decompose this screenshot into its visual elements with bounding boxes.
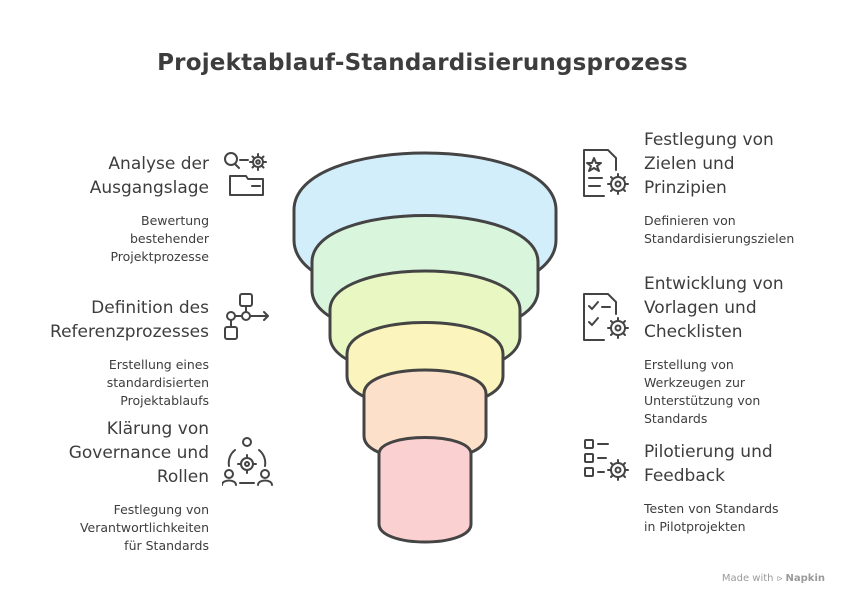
step-heading: Feedback [644, 466, 725, 486]
napkin-logo-icon: ⪧ [776, 573, 783, 584]
made-with-label: Made with [721, 573, 774, 584]
step-heading: Ausgangslage [89, 178, 209, 198]
step-heading: Pilotierung und [644, 442, 773, 462]
step-heading: Festlegung von [644, 130, 774, 150]
people-gear-icon [222, 437, 273, 486]
step-description: bestehender [129, 231, 209, 246]
funnel-diagram [292, 151, 558, 544]
step-description: Standardisierungszielen [644, 231, 795, 246]
step-description: Verantwortlichkeiten [79, 520, 209, 535]
step-heading: Prinzipien [644, 178, 727, 198]
step-description: Standards [644, 411, 708, 426]
step-description: Testen von Standards [644, 501, 779, 516]
step-description: für Standards [124, 538, 209, 553]
step-description: Unterstützung von [644, 393, 761, 408]
search-gear-folder-icon [224, 152, 267, 196]
checklist-gear-icon [583, 293, 629, 341]
funnel-layer-6 [377, 436, 473, 544]
step-description: Projektprozesse [110, 249, 209, 264]
step-heading: Entwicklung von [644, 274, 784, 294]
step-description: standardisierten [106, 375, 209, 390]
list-gear-icon [584, 439, 629, 481]
step-heading: Governance und [68, 443, 209, 463]
step-description: Definieren von [644, 213, 736, 228]
step-heading: Referenzprozesses [50, 322, 209, 342]
step-description: Erstellung von [644, 357, 734, 372]
step-heading: Checklisten [644, 322, 743, 342]
step-heading: Definition des [91, 298, 209, 318]
step-description: in Pilotprojekten [644, 519, 746, 534]
document-star-gear-icon [583, 149, 629, 197]
step-description: Bewertung [141, 213, 209, 228]
step-description: Projektablaufs [120, 393, 209, 408]
step-heading: Analyse der [108, 154, 209, 174]
footer-brand: Made with ⪧ Napkin [722, 573, 825, 584]
step-heading: Vorlagen und [644, 298, 757, 318]
step-heading: Rollen [156, 467, 209, 487]
page-title: Projektablauf-Standardisierungsprozess [157, 50, 688, 76]
brand-name: Napkin [785, 573, 825, 584]
step-heading: Zielen und [644, 154, 735, 174]
flowchart-icon [224, 293, 269, 340]
step-description: Festlegung von [113, 502, 209, 517]
step-heading: Klärung von [106, 419, 209, 439]
step-description: Erstellung eines [108, 357, 209, 372]
step-description: Werkzeugen zur [644, 375, 746, 390]
